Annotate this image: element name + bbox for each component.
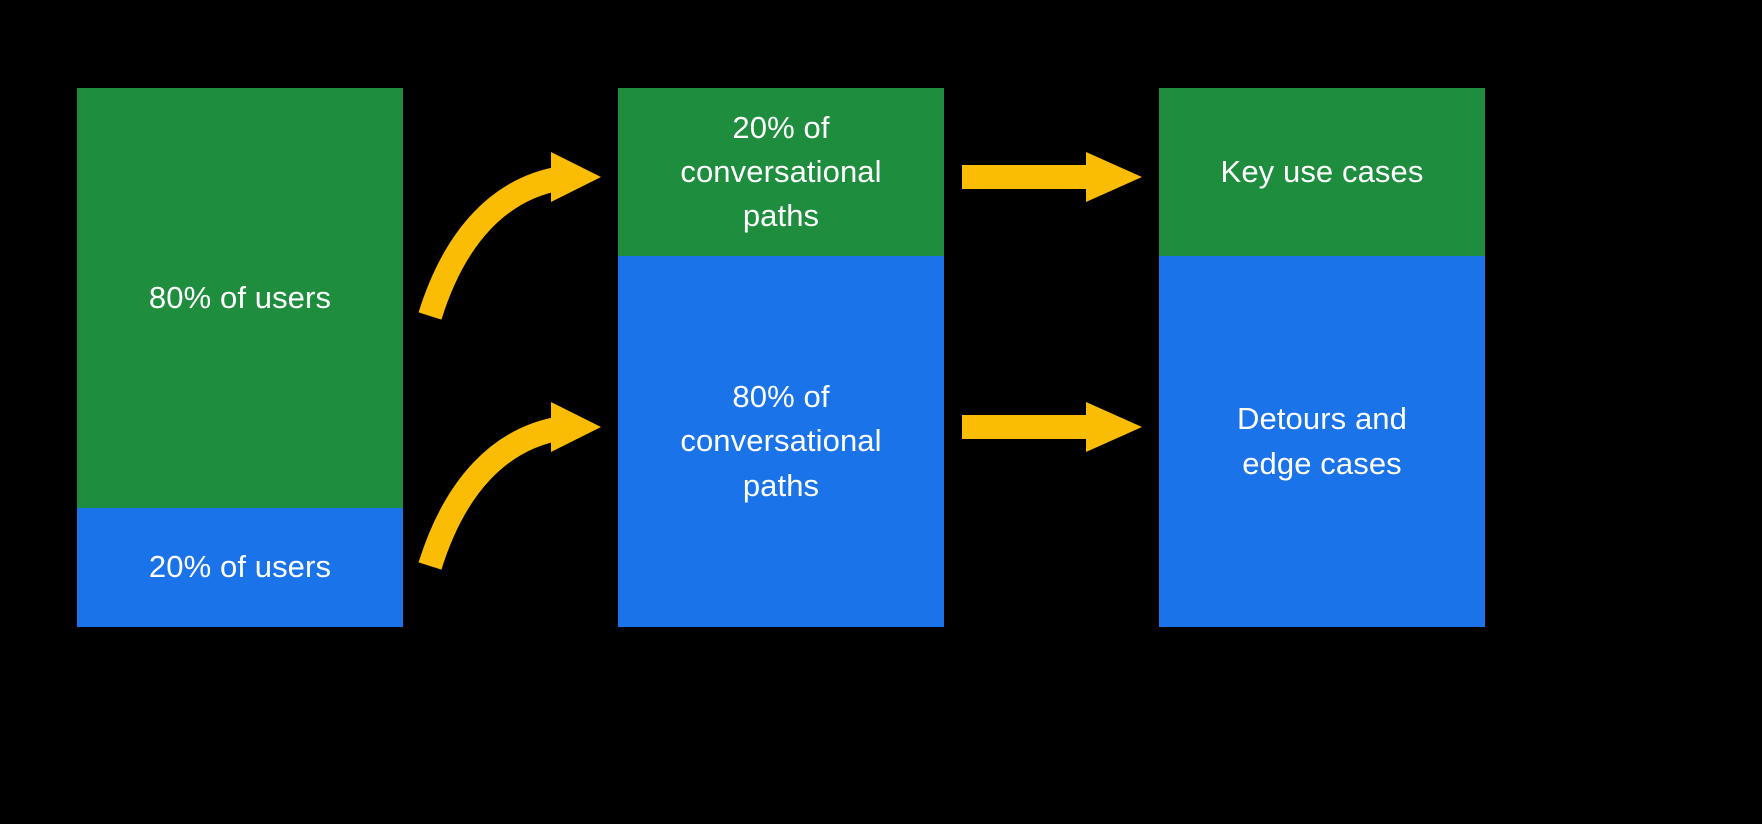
segment-users-minority: 20% of users — [77, 508, 403, 627]
arrow-users-to-paths-bottom-icon — [418, 402, 601, 570]
use-cases-column: Key use cases Detours and edge cases — [1159, 88, 1485, 627]
segment-detours-edge-cases: Detours and edge cases — [1159, 256, 1485, 627]
segment-detours-edge-cases-label: Detours and edge cases — [1237, 401, 1407, 481]
segment-paths-minority-label: 20% of conversational paths — [680, 109, 882, 233]
segment-paths-majority-label: 80% of conversational paths — [680, 379, 882, 503]
segment-paths-majority: 80% of conversational paths — [618, 256, 944, 627]
segment-users-minority-label: 20% of users — [148, 549, 332, 585]
conversational-paths-column: 20% of conversational paths 80% of conve… — [618, 88, 944, 627]
segment-paths-minority: 20% of conversational paths — [618, 88, 944, 256]
arrow-users-to-paths-top-icon — [418, 152, 601, 320]
segment-users-majority: 80% of users — [77, 88, 403, 508]
segment-key-use-cases: Key use cases — [1159, 88, 1485, 256]
segment-users-majority-label: 80% of users — [148, 279, 332, 315]
arrow-paths-to-cases-top-icon — [962, 152, 1142, 202]
arrow-paths-to-cases-bottom-icon — [962, 402, 1142, 452]
segment-key-use-cases-label: Key use cases — [1220, 153, 1424, 189]
users-column: 80% of users 20% of users — [77, 88, 403, 627]
